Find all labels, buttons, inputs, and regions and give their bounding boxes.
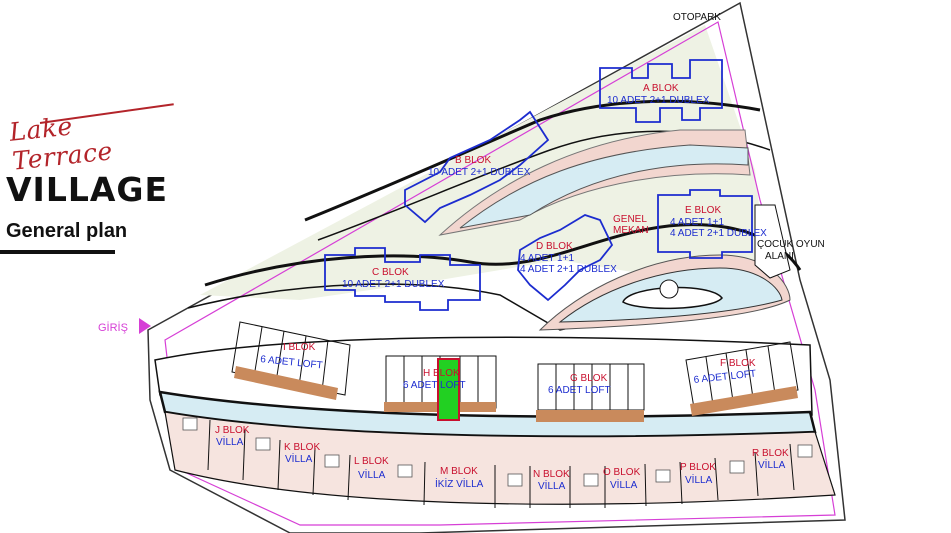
page-subtitle: General plan [6,220,128,242]
block-o-name: O BLOK [603,467,641,478]
block-e-desc2: 4 ADET 2+1 DUBLEX [670,228,767,239]
block-d-desc2: 4 ADET 2+1 DUBLEX [520,264,617,275]
block-b-name: B BLOK [455,155,491,166]
playground-area [754,204,791,279]
general-space-line1: GENEL [613,214,647,225]
building-b [404,110,550,224]
block-c-name: C BLOK [372,267,409,278]
parking-label: OTOPARK [673,12,721,23]
block-r-desc: VİLLA [758,458,786,471]
block-p-name: P BLOK [680,462,716,473]
block-k-name: K BLOK [284,442,320,453]
villa-units [182,417,813,487]
block-k-desc: VİLLA [285,452,313,465]
block-a-name: A BLOK [643,83,679,94]
block-j-desc: VİLLA [216,435,244,448]
villa-dividers [207,419,795,508]
entrance-arrow-icon [139,318,151,334]
loft-units-i [231,321,351,396]
block-j-name: J BLOK [215,425,250,436]
fountain-icon [659,279,679,299]
subtitle-underline [0,250,115,254]
block-d-name: D BLOK [536,241,573,252]
block-e-name: E BLOK [685,205,721,216]
property-line [164,21,836,526]
block-e-desc1: 4 ADET 1+1 [670,217,724,228]
loft-units-f [685,341,799,409]
block-o-desc: VİLLA [610,478,638,491]
entrance-label: GİRİŞ [98,321,128,334]
block-c-desc: 10 ADET 2+1 DUBLEX [342,279,445,290]
playground-line2: ALANI [765,251,794,262]
block-l-desc: VİLLA [358,468,386,481]
pond-island [622,286,723,310]
deck-i [234,366,338,400]
block-a-desc: 10 ADET 2+1 DUBLEX [607,95,710,106]
block-b-desc: 10 ADET 2+1 DUBLEX [428,167,531,178]
block-r-name: R BLOK [752,448,789,459]
building-c [324,247,481,311]
block-l-name: L BLOK [354,456,389,467]
block-g-name: G BLOK [570,373,608,384]
building-e [657,189,753,259]
block-n-desc: VİLLA [538,479,566,492]
block-h-name: H BLOK [423,368,460,379]
building-a [599,59,723,123]
upper-canal [459,144,749,229]
block-f-name: F BLOK [720,358,756,369]
road-upper [304,99,761,222]
highlighted-unit[interactable] [437,358,460,421]
block-p-desc: VİLLA [685,473,713,486]
general-space-line2: MEKAN [613,225,649,236]
deck-f [690,386,798,416]
block-h-desc: 6 ADET LOFT [403,380,466,391]
building-d [517,214,614,302]
block-i-name: I BLOK [283,342,316,353]
road-lower [187,283,790,331]
brand-logo: Lake Terrace VILLAGE General plan [0,103,180,258]
block-d-desc1: 4 ADET 1+1 [520,253,574,264]
block-m-desc: İKİZ VİLLA [435,477,484,490]
block-m-name: M BLOK [440,466,478,477]
deck-g [536,410,644,422]
block-n-name: N BLOK [533,469,570,480]
playground-line1: ÇOCUK OYUN [757,239,825,250]
logo-main-title: VILLAGE [6,170,169,209]
block-g-desc: 6 ADET LOFT [548,385,611,396]
road-middle [204,223,802,287]
